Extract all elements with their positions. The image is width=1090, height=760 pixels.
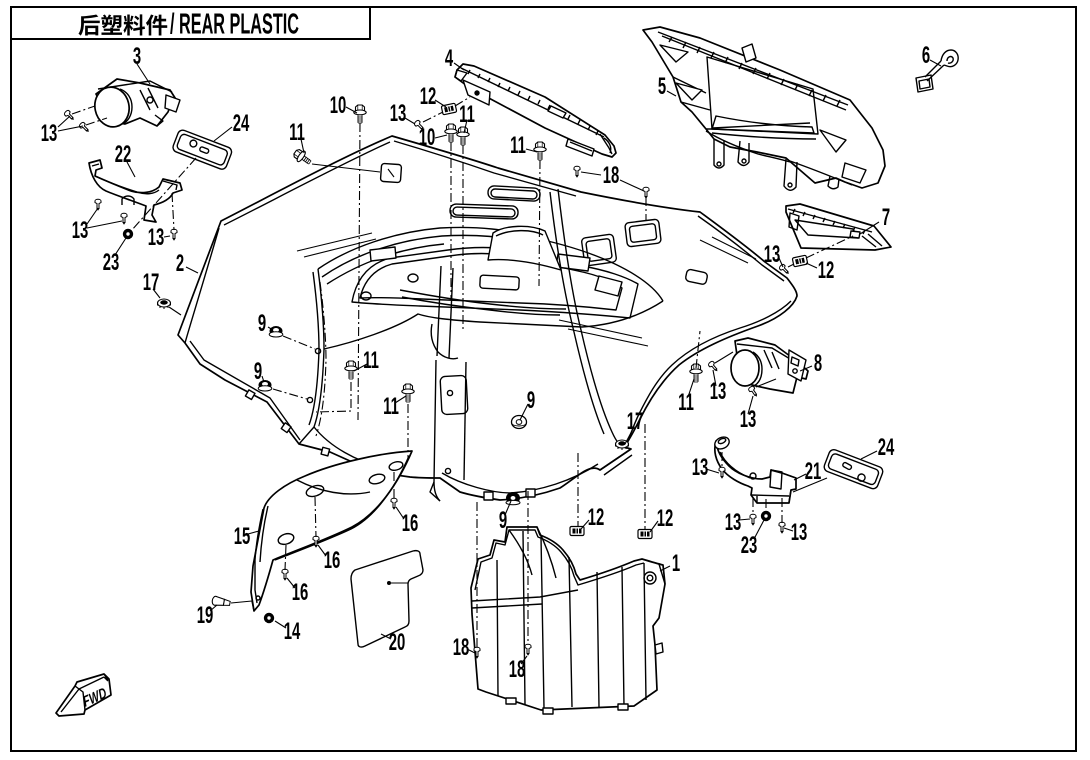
svg-text:12: 12	[420, 84, 437, 110]
svg-text:16: 16	[324, 548, 341, 574]
svg-text:13: 13	[148, 225, 165, 251]
svg-text:23: 23	[103, 250, 120, 276]
svg-text:13: 13	[764, 242, 781, 268]
svg-text:13: 13	[72, 218, 89, 244]
svg-text:14: 14	[284, 619, 301, 645]
svg-text:13: 13	[791, 520, 808, 546]
svg-text:20: 20	[389, 630, 406, 656]
svg-text:7: 7	[882, 205, 890, 231]
svg-text:24: 24	[878, 435, 895, 461]
svg-text:10: 10	[330, 93, 347, 119]
svg-text:19: 19	[197, 603, 214, 629]
svg-text:8: 8	[814, 351, 822, 377]
svg-text:18: 18	[603, 163, 620, 189]
svg-text:6: 6	[922, 43, 930, 69]
svg-text:13: 13	[740, 407, 757, 433]
svg-text:9: 9	[499, 508, 507, 534]
svg-text:18: 18	[453, 635, 470, 661]
svg-text:5: 5	[658, 74, 666, 100]
svg-text:16: 16	[402, 511, 419, 537]
svg-text:10: 10	[419, 125, 436, 151]
svg-text:9: 9	[527, 388, 535, 414]
svg-text:15: 15	[234, 524, 251, 550]
svg-text:1: 1	[672, 551, 680, 577]
svg-text:22: 22	[115, 142, 132, 168]
svg-text:11: 11	[289, 120, 305, 146]
svg-text:12: 12	[588, 505, 605, 531]
svg-text:23: 23	[741, 533, 758, 559]
svg-text:17: 17	[627, 409, 644, 435]
svg-text:11: 11	[459, 102, 475, 128]
svg-text:16: 16	[292, 580, 309, 606]
svg-text:4: 4	[445, 46, 453, 72]
svg-text:2: 2	[176, 251, 184, 277]
svg-text:13: 13	[41, 121, 58, 147]
svg-text:18: 18	[509, 657, 526, 683]
svg-text:12: 12	[818, 258, 835, 284]
svg-text:21: 21	[805, 459, 822, 485]
svg-text:9: 9	[258, 311, 266, 337]
svg-text:9: 9	[254, 359, 262, 385]
svg-text:11: 11	[363, 348, 379, 374]
svg-text:24: 24	[233, 111, 250, 137]
svg-text:13: 13	[710, 379, 727, 405]
svg-text:11: 11	[510, 133, 526, 159]
svg-text:/ REAR PLASTIC: / REAR PLASTIC	[170, 8, 299, 40]
svg-text:12: 12	[657, 506, 674, 532]
svg-text:13: 13	[692, 455, 709, 481]
svg-text:17: 17	[143, 270, 160, 296]
svg-text:13: 13	[390, 101, 407, 127]
svg-text:13: 13	[725, 510, 742, 536]
svg-text:3: 3	[133, 44, 141, 70]
svg-text:11: 11	[383, 394, 399, 420]
svg-text:11: 11	[678, 390, 694, 416]
